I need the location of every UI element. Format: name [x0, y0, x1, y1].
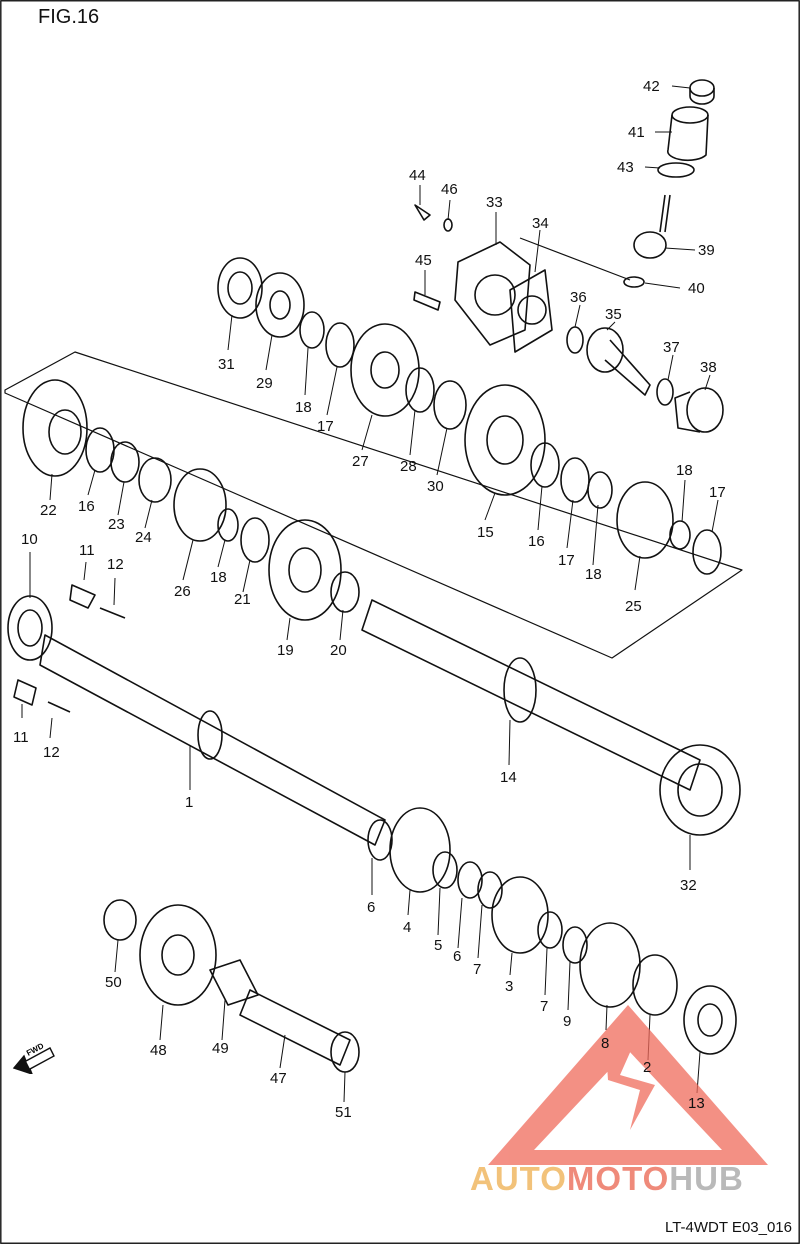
callout-47: 47	[270, 1070, 287, 1087]
callout-46: 46	[441, 181, 458, 198]
callout-1: 1	[185, 794, 194, 811]
drive-gear-shaft	[566, 326, 724, 433]
callout-37: 37	[663, 339, 680, 356]
callout-40: 40	[688, 280, 705, 297]
callout-49: 49	[212, 1040, 229, 1057]
callout-31: 31	[218, 356, 235, 373]
watermark-logo-text: AUTOMOTOHUB	[470, 1160, 744, 1198]
callout-12: 12	[107, 556, 124, 573]
callout-11: 11	[13, 729, 29, 746]
figure-title: FIG.16	[38, 6, 100, 28]
callout-51: 51	[335, 1104, 352, 1121]
callout-6: 6	[453, 948, 462, 965]
callout-10: 10	[21, 531, 38, 548]
callout-18: 18	[210, 569, 227, 586]
main-shaft	[7, 584, 386, 846]
callout-7: 7	[540, 998, 549, 1015]
callout-45: 45	[415, 252, 432, 269]
callout-50: 50	[105, 974, 122, 991]
callout-18: 18	[585, 566, 602, 583]
callout-48: 48	[150, 1042, 167, 1059]
callout-38: 38	[700, 359, 717, 376]
callout-28: 28	[400, 458, 417, 475]
callout-20: 20	[330, 642, 347, 659]
callout-17: 17	[709, 484, 726, 501]
callout-33: 33	[486, 194, 503, 211]
callout-30: 30	[427, 478, 444, 495]
callout-12: 12	[43, 744, 60, 761]
drive-housing	[413, 204, 553, 353]
callout-16: 16	[528, 533, 545, 550]
callout-19: 19	[277, 642, 294, 659]
callout-17: 17	[317, 418, 334, 435]
callout-27: 27	[352, 453, 369, 470]
callout-26: 26	[174, 583, 191, 600]
countershaft-gears	[22, 379, 722, 621]
callout-44: 44	[409, 167, 426, 184]
callout-25: 25	[625, 598, 642, 615]
callout-22: 22	[40, 502, 57, 519]
callout-42: 42	[643, 78, 660, 95]
callout-36: 36	[570, 289, 587, 306]
callout-16: 16	[78, 498, 95, 515]
logo-part-moto: MOTO	[566, 1160, 670, 1197]
mainshaft-gears	[367, 807, 737, 1055]
callout-11: 11	[79, 542, 95, 559]
callout-34: 34	[532, 215, 549, 232]
watermark-logo-mark	[488, 1005, 768, 1165]
callout-35: 35	[605, 306, 622, 323]
leader-lines	[21, 85, 719, 1103]
upper-gear-stack	[217, 257, 467, 430]
callout-43: 43	[617, 159, 634, 176]
idle-gear-parts	[103, 899, 360, 1073]
callout-8: 8	[601, 1035, 610, 1052]
logo-part-hub: HUB	[669, 1160, 744, 1197]
group-bracket	[4, 351, 743, 659]
callout-13: 13	[688, 1095, 705, 1112]
callout-29: 29	[256, 375, 273, 392]
callout-14: 14	[500, 769, 517, 786]
countershaft	[361, 599, 741, 836]
callout-24: 24	[135, 529, 152, 546]
fwd-arrow-icon: FWD	[12, 1041, 56, 1079]
callout-6: 6	[367, 899, 376, 916]
callout-2: 2	[643, 1059, 652, 1076]
logo-part-auto: AUTO	[470, 1160, 567, 1197]
callout-18: 18	[676, 462, 693, 479]
callout-21: 21	[234, 591, 251, 608]
diagram-code: LT-4WDT E03_016	[664, 1219, 792, 1236]
callout-7: 7	[473, 961, 482, 978]
callout-4: 4	[403, 919, 412, 936]
callout-17: 17	[558, 552, 575, 569]
callout-18: 18	[295, 399, 312, 416]
callout-32: 32	[680, 877, 697, 894]
callout-39: 39	[698, 242, 715, 259]
callout-3: 3	[505, 978, 514, 995]
callout-41: 41	[628, 124, 645, 141]
speedo-parts	[623, 79, 715, 288]
callout-5: 5	[434, 937, 443, 954]
callout-15: 15	[477, 524, 494, 541]
callout-23: 23	[108, 516, 125, 533]
callout-9: 9	[563, 1013, 572, 1030]
